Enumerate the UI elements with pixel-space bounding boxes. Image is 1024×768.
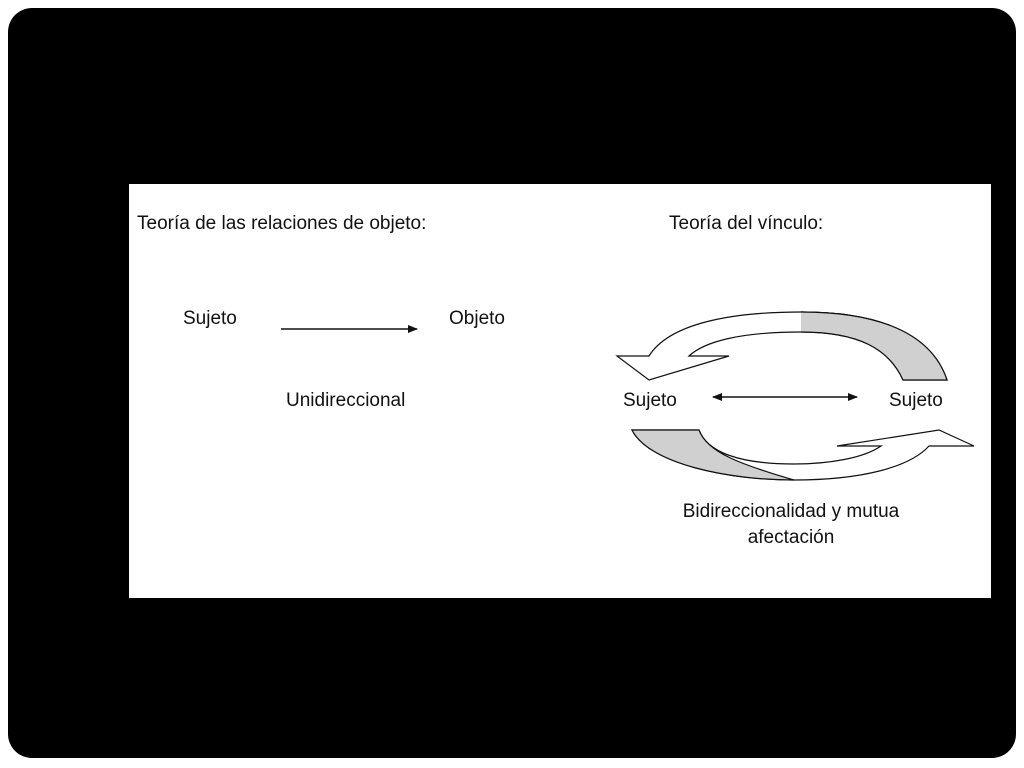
- bidirectional-caption: Bidireccionalidad y mutua afectación: [631, 499, 951, 550]
- object-relations-title: Teoría de las relaciones de objeto:: [137, 213, 427, 234]
- slide-frame: Teoría de las relaciones de objeto: Suje…: [8, 8, 1016, 758]
- subject-label-bond-right: Sujeto: [889, 390, 943, 411]
- unidirectional-caption: Unidireccional: [286, 390, 406, 411]
- bottom-curved-arrow-icon: [631, 429, 975, 481]
- bidirectional-caption-line2: afectación: [747, 526, 835, 548]
- diagram-panel: Teoría de las relaciones de objeto: Suje…: [129, 184, 991, 598]
- object-label: Objeto: [449, 308, 505, 329]
- bond-theory-title: Teoría del vínculo:: [669, 213, 824, 234]
- diagram-graphics: [281, 311, 975, 481]
- bidirectional-caption-line1: Bidireccionalidad y mutua: [682, 501, 900, 522]
- subject-label-left: Sujeto: [183, 308, 237, 329]
- subject-label-bond-left: Sujeto: [623, 390, 677, 411]
- top-curved-arrow-icon: [615, 311, 948, 381]
